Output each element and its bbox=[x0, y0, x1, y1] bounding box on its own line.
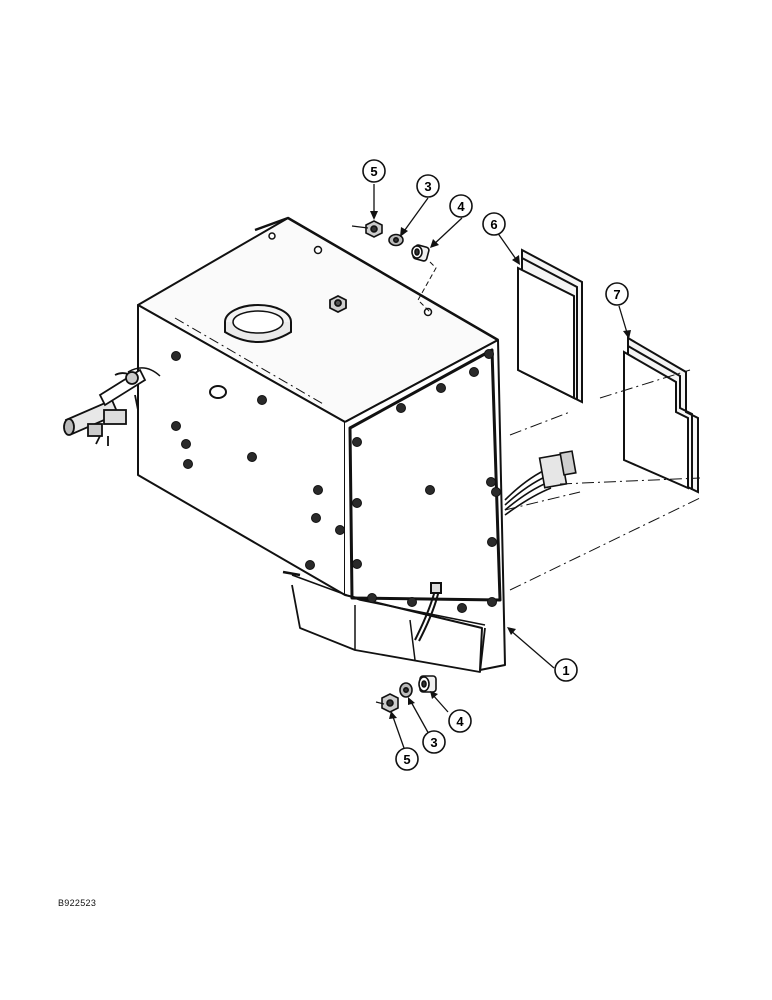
svg-text:3: 3 bbox=[424, 179, 431, 194]
flange-holes bbox=[268, 232, 433, 317]
svg-text:5: 5 bbox=[370, 164, 377, 179]
callout-6: 6 bbox=[482, 212, 506, 236]
leader-lines bbox=[373, 184, 629, 749]
valve-fitting-icon bbox=[63, 367, 161, 446]
side-panel-bolts bbox=[352, 349, 501, 613]
callout-5-bottom: 5 bbox=[395, 747, 419, 771]
callout-4-top: 4 bbox=[449, 194, 473, 218]
leader-arrowheads bbox=[370, 211, 631, 719]
callout-3-bottom: 3 bbox=[422, 730, 446, 754]
callout-4-bottom: 4 bbox=[448, 709, 472, 733]
wire-harness-connector-icon bbox=[504, 450, 577, 516]
callout-1: 1 bbox=[554, 658, 578, 682]
svg-text:6: 6 bbox=[490, 217, 497, 232]
svg-text:1: 1 bbox=[562, 663, 569, 678]
front-face-bolts bbox=[171, 351, 345, 570]
pad-part-7 bbox=[623, 336, 699, 494]
svg-text:3: 3 bbox=[430, 735, 437, 750]
sight-hole-icon bbox=[209, 385, 227, 399]
pad-part-6 bbox=[517, 248, 583, 404]
grommet-bottom-icon bbox=[418, 675, 437, 693]
svg-text:5: 5 bbox=[403, 752, 410, 767]
top-hardware bbox=[351, 220, 437, 313]
grommet-top-icon bbox=[411, 244, 430, 262]
callout-5-top: 5 bbox=[362, 159, 386, 183]
callout-7: 7 bbox=[605, 282, 629, 306]
callout-3-top: 3 bbox=[416, 174, 440, 198]
tank-body bbox=[137, 216, 506, 673]
top-nut-icon bbox=[329, 294, 347, 314]
bottom-hardware bbox=[375, 675, 437, 713]
figure-code: B922523 bbox=[58, 898, 97, 908]
svg-text:7: 7 bbox=[613, 287, 620, 302]
panel-wire-icon bbox=[414, 582, 442, 642]
fill-cap-icon bbox=[224, 304, 292, 343]
alignment-lines bbox=[504, 369, 701, 591]
svg-text:4: 4 bbox=[457, 199, 465, 214]
svg-text:4: 4 bbox=[456, 714, 464, 729]
